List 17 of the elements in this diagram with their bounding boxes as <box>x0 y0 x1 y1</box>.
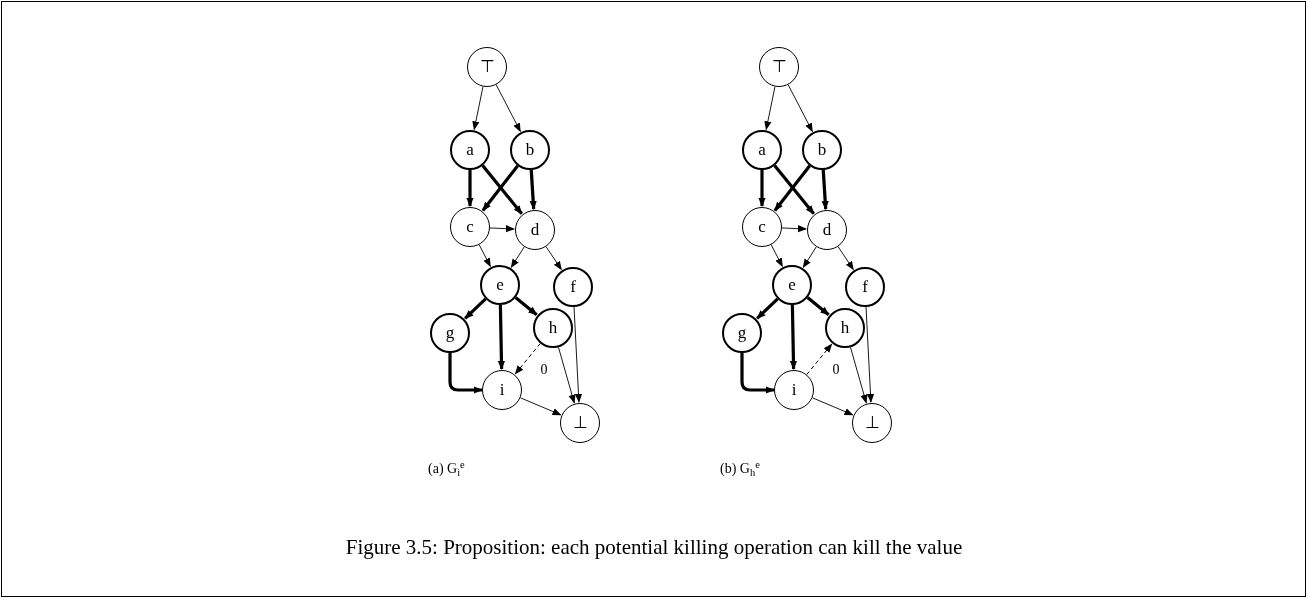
arrow <box>466 170 474 207</box>
figure-caption: Figure 3.5: Proposition: each potential killing operation can kill the value <box>344 534 964 561</box>
arrow <box>529 169 537 210</box>
arrow <box>497 304 506 370</box>
arrow <box>448 353 483 394</box>
edge-label: 0 <box>831 363 841 377</box>
arrow <box>789 304 798 370</box>
arrow <box>464 297 487 320</box>
arrow <box>514 342 541 375</box>
arrow <box>806 343 833 376</box>
arrow <box>806 296 830 316</box>
arrow <box>740 353 775 394</box>
edge-label: 0 <box>539 363 549 377</box>
arrow <box>514 296 538 316</box>
arrow <box>758 170 766 207</box>
arrow <box>821 169 829 210</box>
arrow <box>756 297 779 320</box>
